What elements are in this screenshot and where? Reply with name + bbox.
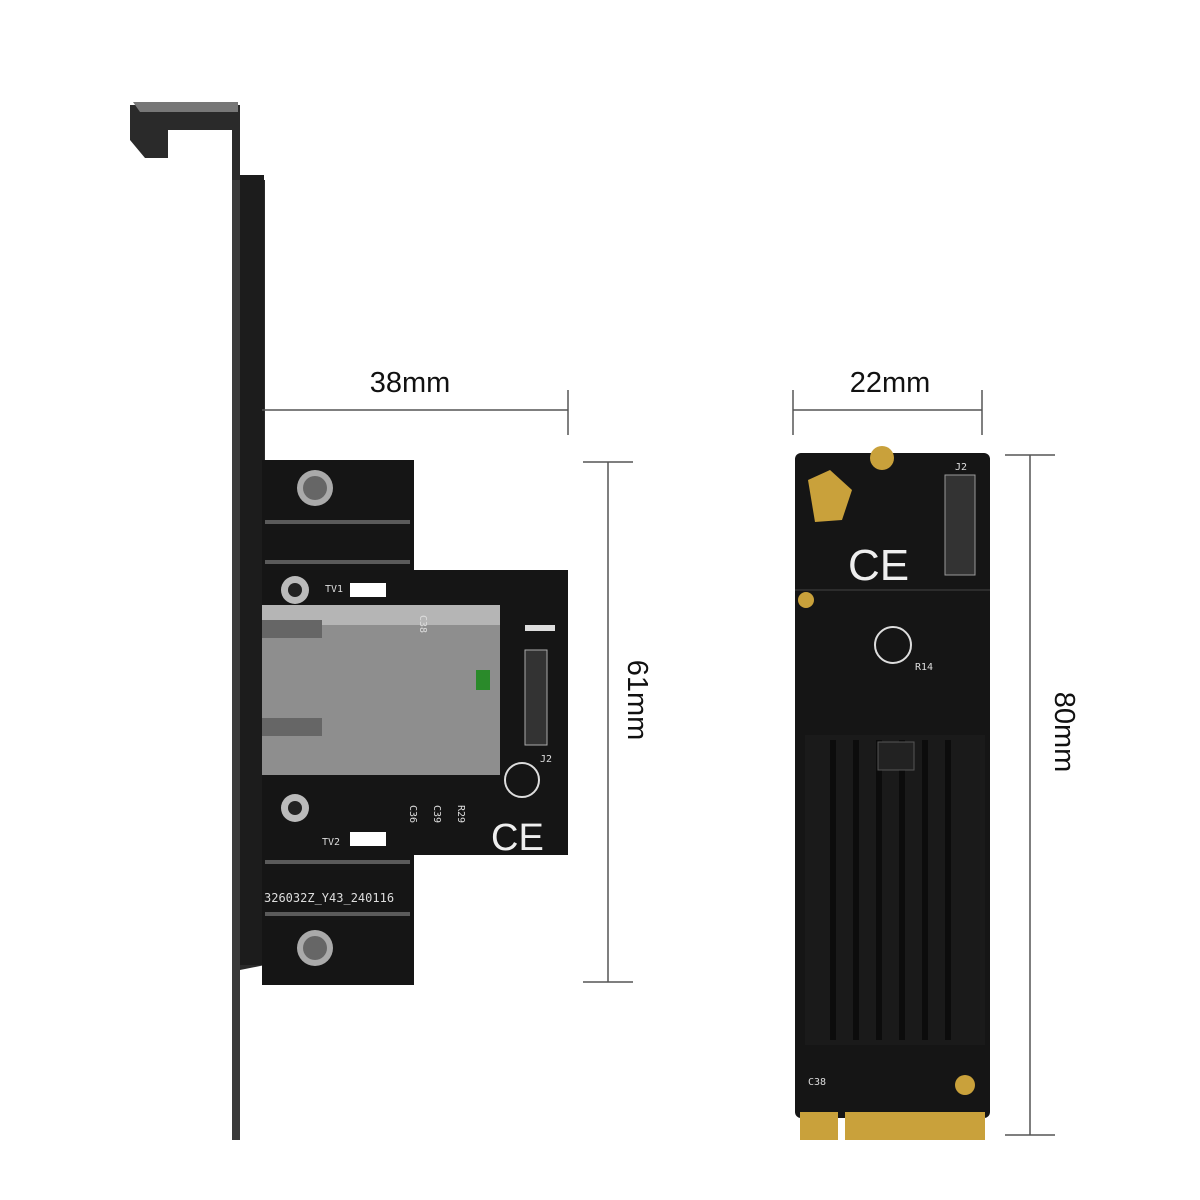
dimension-61mm: 61mm (621, 660, 653, 741)
label-tv1: TV1 (325, 584, 343, 595)
label-c38-m2: C38 (808, 1077, 826, 1088)
label-j2-right: J2 (955, 462, 967, 473)
dimension-38mm: 38mm (370, 367, 451, 399)
label-tv2: TV2 (322, 837, 340, 848)
bracket-card-pcb: CE TV1 TV2 J2 326032Z_Y43_240116 C38 C36… (262, 460, 568, 985)
gold-fingers (800, 1112, 838, 1140)
m2-card: CE J2 R14 C38 (795, 446, 990, 1140)
dimension-22mm: 22mm (850, 367, 931, 399)
dimension-lines (262, 390, 1055, 1136)
label-c36: C36 (407, 805, 418, 823)
ce-mark: CE (491, 817, 544, 859)
pcie-bracket (130, 102, 265, 1140)
label-c38: C38 (417, 615, 428, 633)
label-j2-left: J2 (540, 754, 552, 765)
ce-mark-m2: CE (848, 541, 909, 590)
label-r14: R14 (915, 662, 933, 673)
label-r29: R29 (455, 805, 466, 823)
dimension-80mm: 80mm (1048, 692, 1080, 773)
label-serial: 326032Z_Y43_240116 (264, 891, 394, 905)
label-c39: C39 (431, 805, 442, 823)
